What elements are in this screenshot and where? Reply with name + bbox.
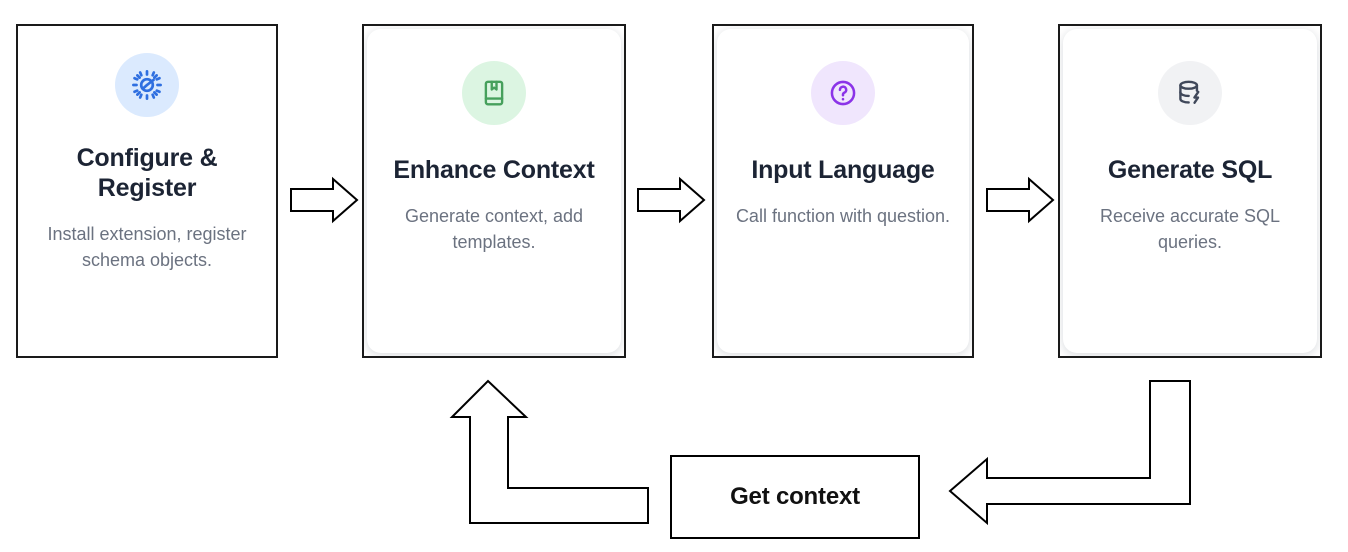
step-title: Input Language (751, 156, 935, 184)
step-title: Configure & Register (76, 144, 218, 202)
arrow-input-to-generate (986, 176, 1055, 224)
step-card-body: Generate SQL Receive accurate SQL querie… (1063, 29, 1317, 353)
step-title: Generate SQL (1107, 156, 1273, 184)
step-card-generate-sql[interactable]: Generate SQL Receive accurate SQL querie… (1058, 24, 1322, 358)
step-description: Receive accurate SQL queries. (1099, 206, 1281, 253)
database-bolt-icon (1158, 61, 1222, 125)
gear-icon (115, 53, 179, 117)
arrow-generate-to-get-context (948, 380, 1191, 526)
get-context-box[interactable]: Get context (670, 455, 920, 539)
book-bookmark-icon (462, 61, 526, 125)
step-description: Call function with question. (735, 206, 951, 226)
step-card-body: Input Language Call function with questi… (717, 29, 969, 353)
step-description: Generate context, add templates. (404, 206, 584, 253)
step-description: Install extension, register schema objec… (47, 224, 247, 271)
question-circle-icon (811, 61, 875, 125)
step-card-body: Enhance Context Generate context, add te… (367, 29, 621, 353)
arrow-enhance-to-input (637, 176, 706, 224)
step-card-body: Configure & Register Install extension, … (18, 26, 276, 356)
arrow-configure-to-enhance (290, 176, 359, 224)
arrow-get-context-to-enhance (449, 379, 649, 524)
step-title: Enhance Context (393, 156, 595, 184)
step-card-enhance-context[interactable]: Enhance Context Generate context, add te… (362, 24, 626, 358)
step-card-input-language[interactable]: Input Language Call function with questi… (712, 24, 974, 358)
get-context-label: Get context (730, 483, 860, 510)
step-card-configure-register[interactable]: Configure & Register Install extension, … (16, 24, 278, 358)
